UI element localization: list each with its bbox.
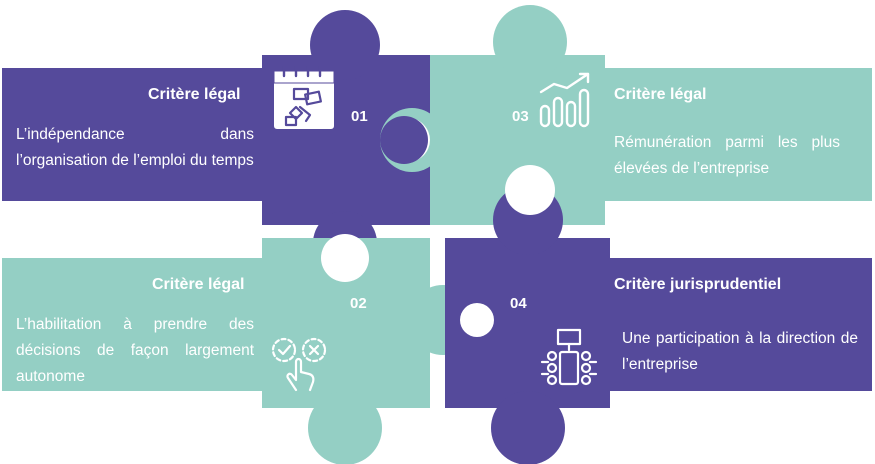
piece-03-text: Rémunération parmi les plus élevées de l…	[614, 134, 840, 177]
puzzle-sockets	[321, 165, 555, 337]
meeting-table-icon	[538, 326, 600, 388]
piece-03-shape	[380, 5, 872, 225]
piece-04-text: Une participation à la direction de l’en…	[622, 330, 858, 373]
piece-02-shape	[2, 238, 478, 464]
piece-02-text: L’habilitation à prendre des décisions d…	[16, 316, 254, 385]
piece-01-title: Critère légal	[148, 86, 241, 103]
piece-02-number: 02	[350, 295, 367, 312]
piece-04-number: 04	[510, 295, 527, 312]
piece-01-number: 01	[351, 108, 368, 125]
piece-04-shape	[445, 185, 872, 464]
piece-01-text: L’indépendance dans l’organisation de l’…	[16, 126, 254, 169]
piece-03-title: Critère légal	[614, 86, 707, 103]
bar-chart-growth-icon	[538, 70, 598, 128]
calendar-schedule-icon	[272, 63, 336, 131]
piece-03-number: 03	[512, 108, 529, 125]
piece-02-title: Critère légal	[152, 276, 245, 293]
decision-choice-hand-icon	[270, 336, 334, 396]
piece-04-title: Critère jurisprudentiel	[614, 276, 782, 293]
